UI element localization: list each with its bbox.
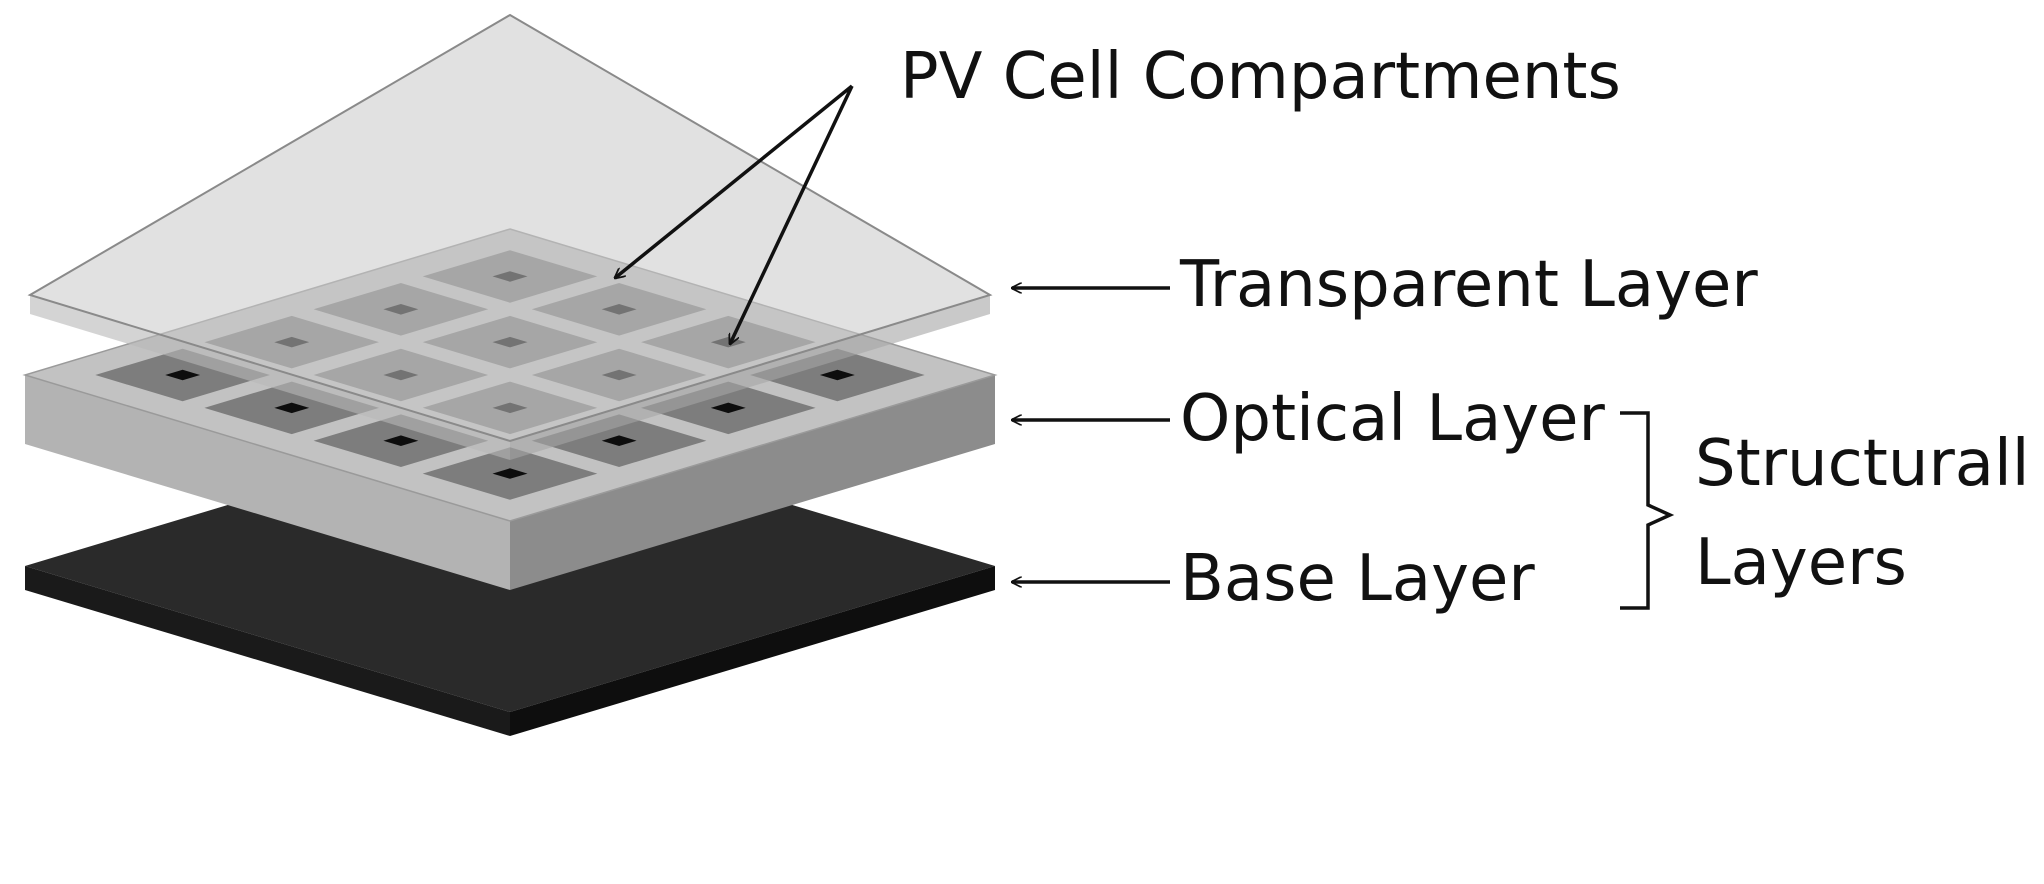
arrow-pv-cell-2: [730, 85, 854, 344]
pv-cell-compartments-label: PV Cell Compartments: [900, 40, 1621, 114]
pv-cell-bottom: [492, 468, 528, 479]
optical-layer-right-face: [510, 375, 995, 590]
transparent-layer-plate: [27, 13, 993, 460]
transparent-layer-left-face: [30, 295, 510, 460]
arrow-pv-cell-1: [615, 84, 854, 278]
base-layer-left-face: [25, 566, 510, 736]
pv-cell-bottom: [274, 402, 310, 414]
pv-cell-bottom: [383, 435, 419, 446]
base-layer-right-face: [510, 566, 995, 736]
structural-layers-label-line2: Layers: [1695, 526, 1907, 600]
transparent-layer-top: [27, 13, 993, 443]
transparent-layer-label: Transparent Layer: [1179, 248, 1758, 322]
pv-cell-bottom: [819, 369, 855, 381]
optical-layer-left-face: [25, 375, 510, 590]
pv-cell-bottom: [710, 402, 746, 414]
structural-layers-bracket: [1620, 411, 1675, 610]
label-arrows: [615, 84, 1170, 582]
structural-layers-label-line1: Structurall: [1695, 427, 2030, 501]
base-layer-label: Base Layer: [1180, 542, 1535, 616]
optical-layer-label: Optical Layer: [1180, 382, 1606, 456]
pv-cell-bottom: [601, 435, 637, 446]
transparent-layer-right-face: [510, 295, 990, 460]
pv-cell-bottom: [165, 369, 201, 381]
